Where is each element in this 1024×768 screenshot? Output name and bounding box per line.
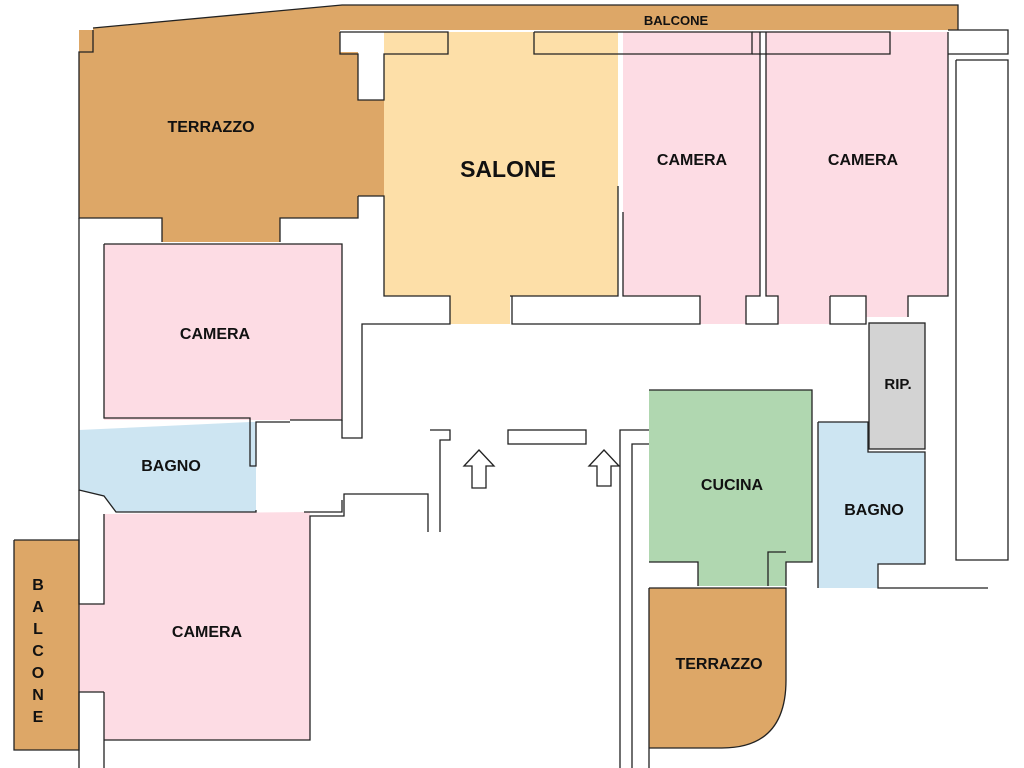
room-cucina bbox=[649, 390, 812, 586]
room-terrazzo-top bbox=[79, 30, 384, 242]
label-camera-left-lower: CAMERA bbox=[172, 624, 243, 641]
up-arrow-icon bbox=[462, 449, 496, 489]
room-camera-top-center bbox=[623, 32, 760, 324]
room-bagno-left bbox=[79, 422, 256, 512]
label-camera-top-center: CAMERA bbox=[657, 152, 728, 169]
room-fills bbox=[14, 5, 958, 750]
label-ripostiglio: RIP. bbox=[884, 376, 911, 393]
room-labels: BALCONE TERRAZZO SALONE CAMERA CAMERA CA… bbox=[32, 13, 912, 726]
room-salone bbox=[384, 32, 618, 324]
label-camera-top-right: CAMERA bbox=[828, 152, 899, 169]
room-bagno-right bbox=[818, 422, 925, 588]
up-arrow-icon bbox=[587, 449, 621, 487]
room-balcone-top bbox=[93, 5, 958, 30]
label-terrazzo-bottom: TERRAZZO bbox=[675, 656, 762, 673]
label-salone: SALONE bbox=[460, 156, 556, 182]
walls bbox=[13, 4, 1009, 768]
room-camera-top-right bbox=[766, 32, 948, 324]
room-balcone-left bbox=[14, 540, 79, 750]
label-camera-left-upper: CAMERA bbox=[180, 326, 251, 343]
label-cucina: CUCINA bbox=[701, 477, 764, 494]
label-balcone-top: BALCONE bbox=[644, 13, 709, 28]
entrance-arrows bbox=[462, 449, 621, 489]
room-terrazzo-bottom bbox=[649, 588, 786, 748]
label-terrazzo-top: TERRAZZO bbox=[167, 119, 254, 136]
room-ripostiglio bbox=[869, 323, 925, 449]
room-camera-left-upper bbox=[104, 244, 342, 420]
label-bagno-right: BAGNO bbox=[844, 502, 904, 519]
room-camera-left-lower bbox=[79, 512, 310, 740]
label-bagno-left: BAGNO bbox=[141, 458, 201, 475]
